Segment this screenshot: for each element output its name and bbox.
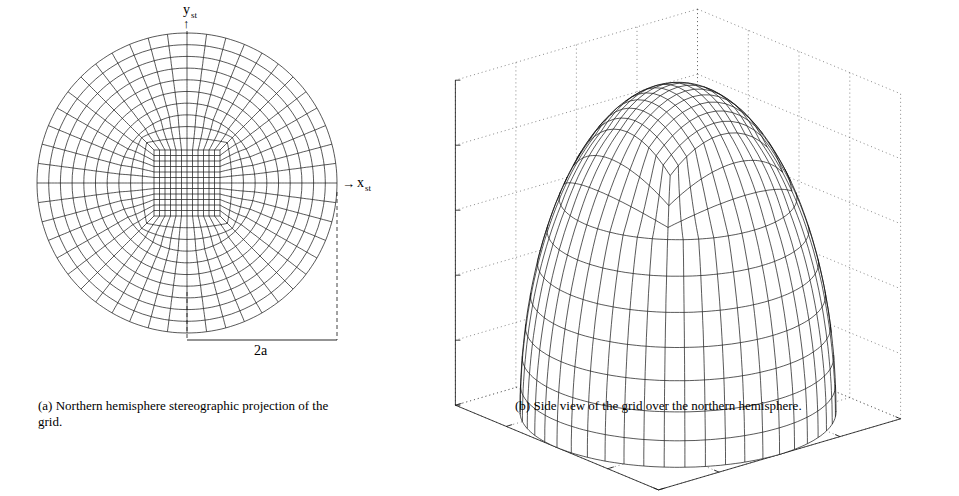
hemisphere-outline: [520, 82, 836, 412]
axis-frame: [455, 80, 900, 490]
dimension-line: [187, 340, 337, 341]
axis-subscript: st: [191, 11, 197, 20]
dimension-dash: [187, 292, 188, 340]
dimension-dash: [337, 192, 338, 340]
y-axis: [187, 31, 188, 34]
axis-grid: [455, 9, 900, 490]
dimension-label: 2a: [254, 344, 267, 358]
hemisphere-figure: [455, 9, 900, 490]
axis-subscript: st: [365, 184, 371, 193]
subfigure-caption: (b) Side view of the grid over the north…: [515, 398, 815, 414]
projection-figure: [37, 31, 337, 340]
axis-label: y: [183, 3, 190, 17]
axis-arrow: ↑: [183, 17, 190, 30]
axis-label: x: [357, 176, 364, 190]
subfigure-caption: (a) Northern hemisphere stereographic pr…: [38, 398, 350, 429]
stereographic-grid: [37, 33, 337, 333]
axis-arrow: →: [342, 177, 355, 190]
